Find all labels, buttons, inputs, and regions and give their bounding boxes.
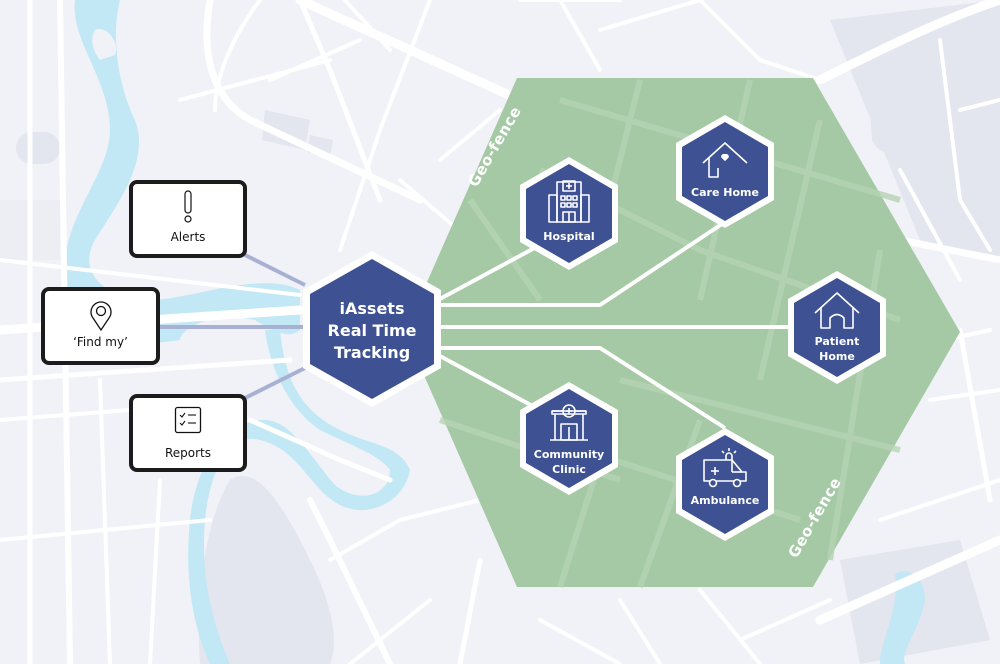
- clinic-icon: [550, 404, 588, 441]
- hub-hexagon[interactable]: [310, 259, 434, 399]
- checklist-icon: [174, 406, 202, 434]
- feature-card-reports[interactable]: Reports: [129, 394, 247, 472]
- feature-card-reports-label: Reports: [164, 446, 212, 460]
- feature-card-find-my-label: ‘Find my’: [73, 335, 128, 349]
- location-pin-icon: [89, 301, 112, 332]
- house-heart-icon: [702, 142, 748, 178]
- exclamation-icon: [184, 190, 192, 223]
- feature-card-alerts-label: Alerts: [170, 230, 206, 244]
- location-connectors: [437, 220, 800, 430]
- house-icon: [814, 292, 860, 329]
- ambulance-icon: [703, 448, 747, 488]
- feature-card-alerts[interactable]: Alerts: [129, 180, 247, 258]
- feature-connectors: [158, 253, 306, 400]
- feature-card-find-my[interactable]: ‘Find my’: [41, 287, 160, 365]
- hospital-icon: [548, 180, 590, 223]
